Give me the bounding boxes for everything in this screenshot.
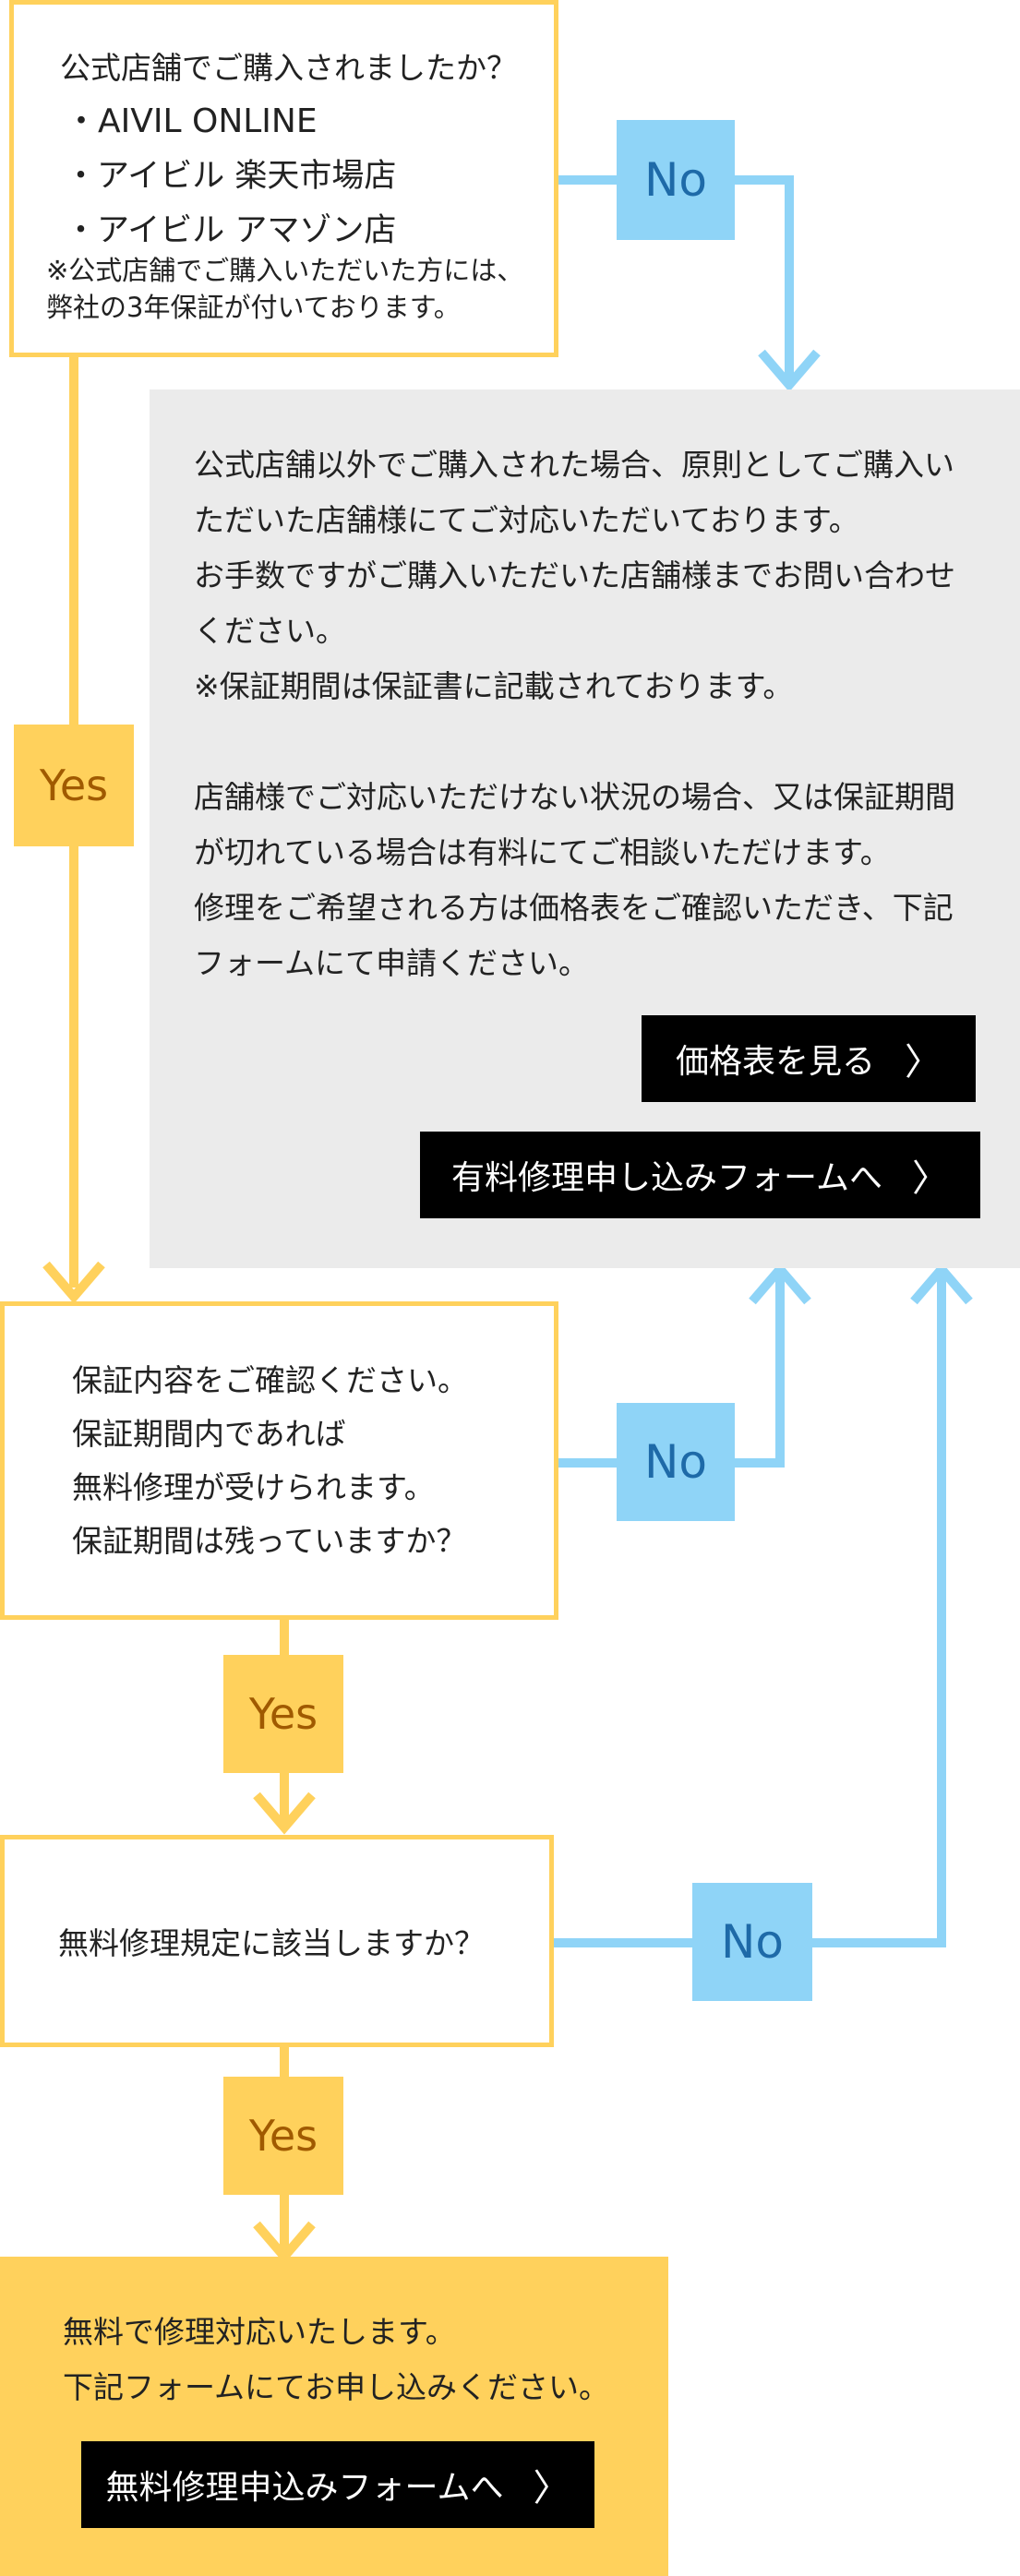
no-arrow-2 <box>749 1262 811 1305</box>
chevron-right-icon: 〉 <box>911 1157 949 1200</box>
non-official-store-info-box: 公式店舗以外でご購入された場合、原則としてご購入い ただいた店舗様にてご対応いた… <box>150 389 1020 1268</box>
no-arrow-1 <box>758 349 821 392</box>
info-line: ください。 <box>194 613 346 649</box>
chevron-right-icon: 〉 <box>905 1041 942 1084</box>
info-line: お手数ですがご購入いただいた店舗様までお問い合わせ <box>194 557 955 593</box>
info-line: が切れている場合は有料にてご相談いただけます。 <box>194 834 891 870</box>
price-list-button-label: 価格表を見る <box>675 1043 875 1081</box>
info-line: 店舗様でご対応いただけない状況の場合、又は保証期間 <box>194 779 955 815</box>
store-item-rakuten: ・アイビル 楽天市場店 <box>65 158 397 195</box>
question-warranty-line: 保証期間内であれば <box>72 1416 346 1452</box>
no-label-3: No <box>692 1883 812 2001</box>
question-official-store-box: 公式店舗でご購入されましたか？ ・AIVIL ONLINE ・アイビル 楽天市場… <box>9 0 558 357</box>
question-warranty-period-text: 保証内容をご確認ください。 保証期間内であれば 無料修理が受けられます。 保証期… <box>72 1354 468 1568</box>
question-free-repair-rule-text: 無料修理規定に該当しますか？ <box>58 1925 485 1961</box>
no-arrow-3 <box>910 1262 973 1305</box>
store-item-online: ・AIVIL ONLINE <box>65 102 318 140</box>
price-list-button[interactable]: 価格表を見る 〉 <box>642 1015 976 1102</box>
free-repair-result-box: 無料で修理対応いたします。 下記フォームにてお申し込みください。 無料修理申込み… <box>0 2257 668 2576</box>
question-warranty-period-box: 保証内容をご確認ください。 保証期間内であれば 無料修理が受けられます。 保証期… <box>0 1301 558 1620</box>
yes-label-2: Yes <box>223 1655 343 1773</box>
result-line: 無料で修理対応いたします。 <box>63 2314 456 2350</box>
free-repair-result-text: 無料で修理対応いたします。 下記フォームにてお申し込みください。 <box>63 2305 609 2415</box>
question-warranty-line: 無料修理が受けられます。 <box>72 1469 435 1505</box>
store-item-amazon: ・アイビル アマゾン店 <box>65 212 397 249</box>
no-label-1: No <box>617 120 735 240</box>
result-line: 下記フォームにてお申し込みください。 <box>63 2369 610 2405</box>
warranty-note-line-1: ※公式店舗でご購入いただいた方には、 <box>46 255 524 286</box>
info-text: 公式店舗以外でご購入された場合、原則としてご購入い ただいた店舗様にてご対応いた… <box>194 437 955 991</box>
paid-repair-form-button[interactable]: 有料修理申し込みフォームへ 〉 <box>420 1132 980 1218</box>
info-line: ※保証期間は保証書に記載されております。 <box>194 668 794 704</box>
yes-label-3: Yes <box>223 2077 343 2195</box>
free-repair-form-button-label: 無料修理申込みフォームへ <box>105 2469 504 2507</box>
yes-arrow-1 <box>42 1261 105 1304</box>
no-line-3 <box>554 1274 946 1947</box>
question-official-store-title: 公式店舗でご購入されましたか？ <box>60 50 517 86</box>
yes-arrow-2 <box>253 1791 316 1835</box>
info-line: ただいた店舗様にてご対応いただいております。 <box>194 502 859 538</box>
warranty-note-line-2: 弊社の3年保証が付いております。 <box>46 292 461 323</box>
no-label-2: No <box>617 1403 735 1521</box>
info-line <box>194 714 955 770</box>
chevron-right-icon: 〉 <box>533 2467 570 2510</box>
info-line: 修理をご希望される方は価格表をご確認いただき、下記 <box>194 890 954 926</box>
question-free-repair-rule-box: 無料修理規定に該当しますか？ <box>0 1835 554 2047</box>
info-line: フォームにて申請ください。 <box>194 945 590 981</box>
free-repair-form-button[interactable]: 無料修理申込みフォームへ 〉 <box>81 2441 594 2528</box>
question-warranty-line: 保証内容をご確認ください。 <box>72 1362 468 1398</box>
yes-label-1: Yes <box>14 725 134 846</box>
info-line: 公式店舗以外でご購入された場合、原則としてご購入い <box>194 447 955 483</box>
paid-repair-form-button-label: 有料修理申し込みフォームへ <box>451 1159 882 1197</box>
question-warranty-line: 保証期間は残っていますか？ <box>72 1523 467 1559</box>
